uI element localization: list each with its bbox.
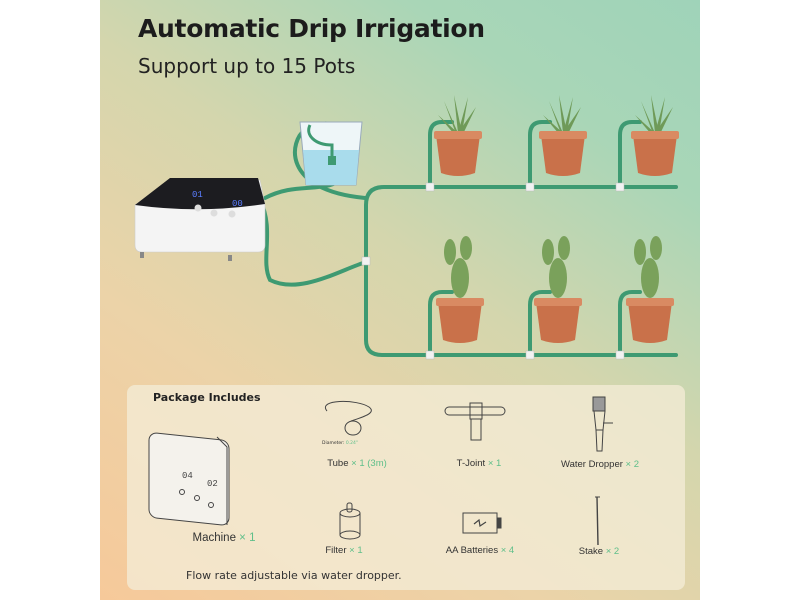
irrigation-controller: 01 00	[134, 178, 266, 261]
item-aa-batteries: AA Batteries × 4	[445, 545, 515, 556]
headline: Automatic Drip Irrigation	[138, 14, 485, 43]
water-dropper-icon	[592, 396, 613, 452]
device-display-left: 01	[192, 190, 203, 200]
filter-icon	[339, 502, 361, 540]
tubing	[258, 120, 678, 357]
footnote: Flow rate adjustable via water dropper.	[186, 569, 402, 582]
package-icons: 04 02	[148, 396, 613, 546]
item-filter: Filter × 1	[325, 545, 363, 556]
tee-joints	[361, 182, 625, 360]
machine-display-left: 04	[182, 471, 193, 481]
irrigation-illustration: 01 00	[134, 95, 679, 360]
package-title: Package Includes	[153, 391, 261, 404]
subheadline: Support up to 15 Pots	[138, 54, 356, 78]
battery-icon	[462, 512, 502, 534]
package-contents-panel: Package Includes 04 02 Diameter: 0.24" M…	[127, 385, 685, 590]
machine-display-right: 02	[207, 479, 218, 489]
tube-icon	[324, 400, 372, 436]
item-machine: Machine × 1	[192, 532, 256, 544]
machine-icon: 04 02	[148, 432, 230, 526]
item-stake: Stake × 2	[578, 546, 620, 557]
potted-aloes	[434, 95, 679, 176]
item-water-dropper: Water Dropper × 2	[560, 459, 640, 470]
item-tube: Tube × 1 (3m)	[327, 458, 387, 469]
potted-cacti	[436, 236, 674, 343]
tube-diameter: Diameter: 0.24"	[322, 441, 358, 446]
water-bucket	[299, 121, 363, 186]
device-display-right: 00	[232, 199, 243, 209]
item-t-joint: T-Joint × 1	[456, 458, 502, 469]
product-infographic: Automatic Drip Irrigation Support up to …	[100, 0, 700, 600]
t-joint-icon	[444, 402, 506, 441]
stake-icon	[595, 496, 600, 546]
